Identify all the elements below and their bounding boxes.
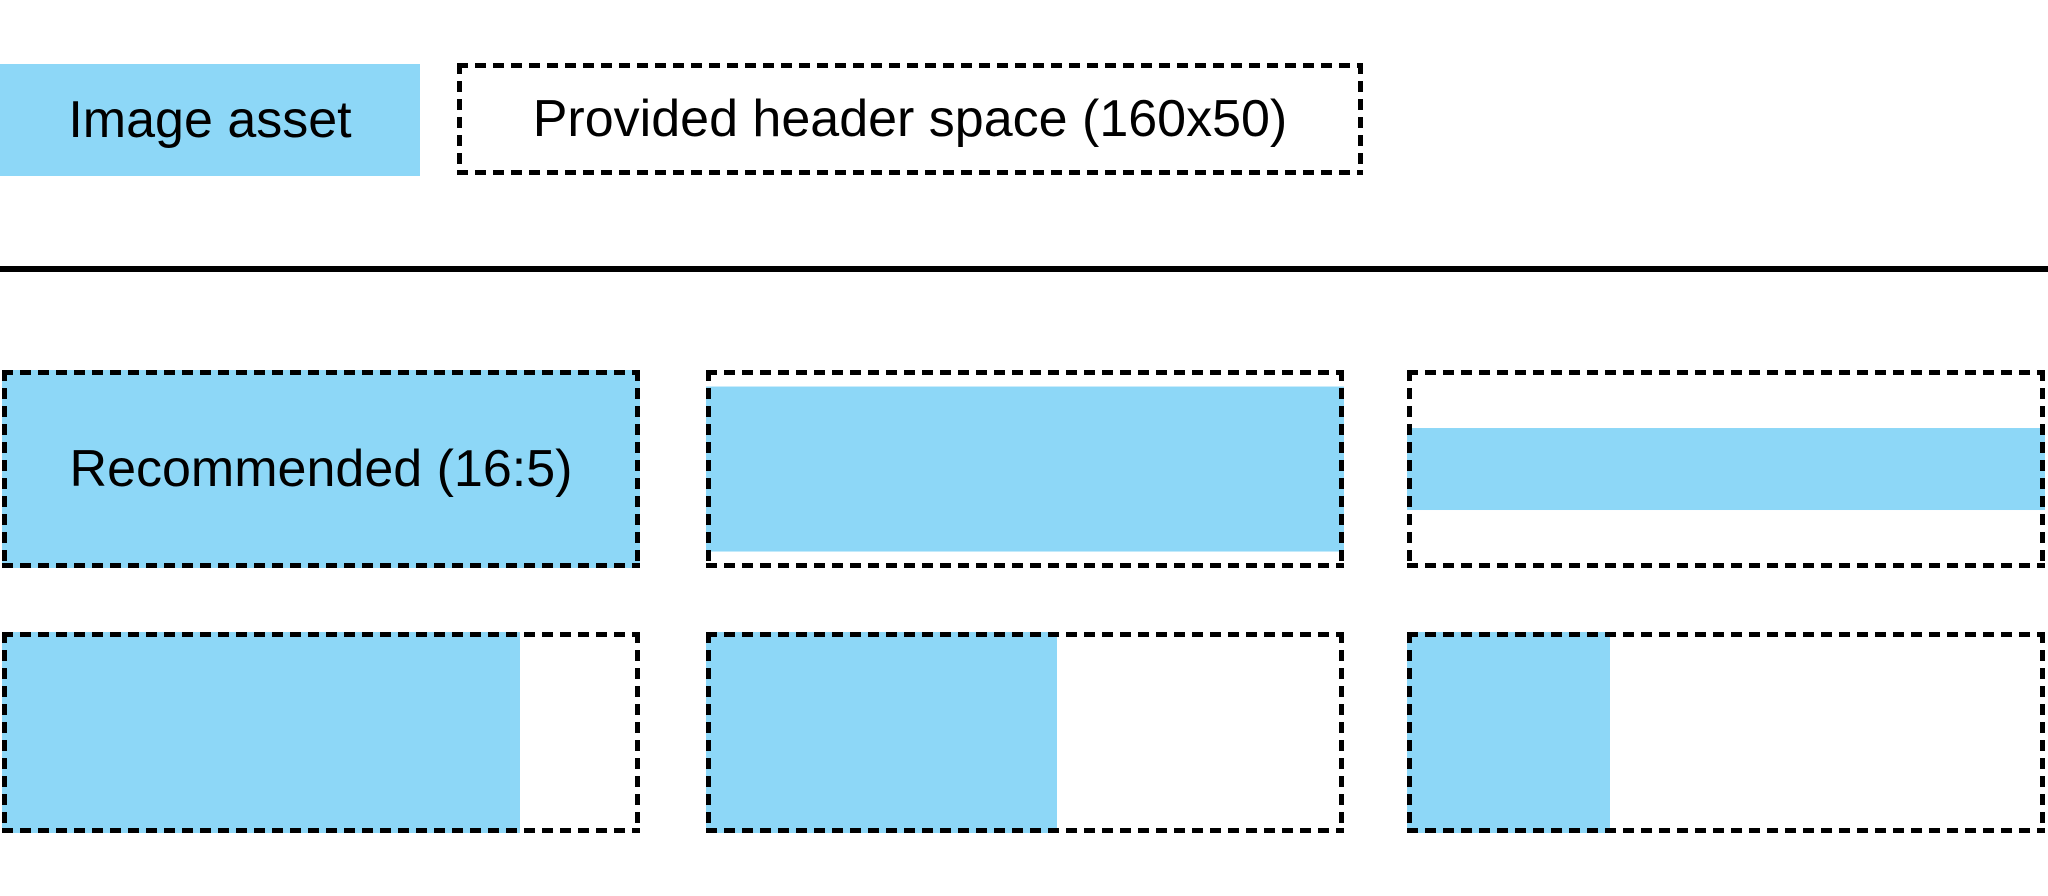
legend-header-space-box: Provided header space (160x50)	[457, 63, 1363, 175]
image-asset-fill	[2, 632, 521, 833]
demo-cell-narrower-pillarbox-medium	[706, 632, 1344, 833]
recommended-label: Recommended (16:5)	[69, 440, 573, 498]
image-asset-fill	[706, 632, 1057, 833]
legend-image-asset-swatch: Image asset	[0, 64, 420, 176]
demo-cell-narrower-pillarbox-large	[2, 632, 640, 833]
section-divider	[0, 266, 2048, 272]
demo-cell-wider-letterbox-small	[1407, 370, 2045, 568]
image-asset-fill	[1407, 428, 2045, 510]
demo-cell-recommended: Recommended (16:5)	[2, 370, 640, 568]
demo-cell-wider-letterbox-large	[706, 370, 1344, 568]
image-asset-fill	[1407, 632, 1610, 833]
legend-header-space-label: Provided header space (160x50)	[532, 90, 1288, 148]
legend-image-asset-label: Image asset	[68, 91, 352, 149]
image-asset-fill	[706, 386, 1344, 552]
demo-cell-narrower-pillarbox-small	[1407, 632, 2045, 833]
